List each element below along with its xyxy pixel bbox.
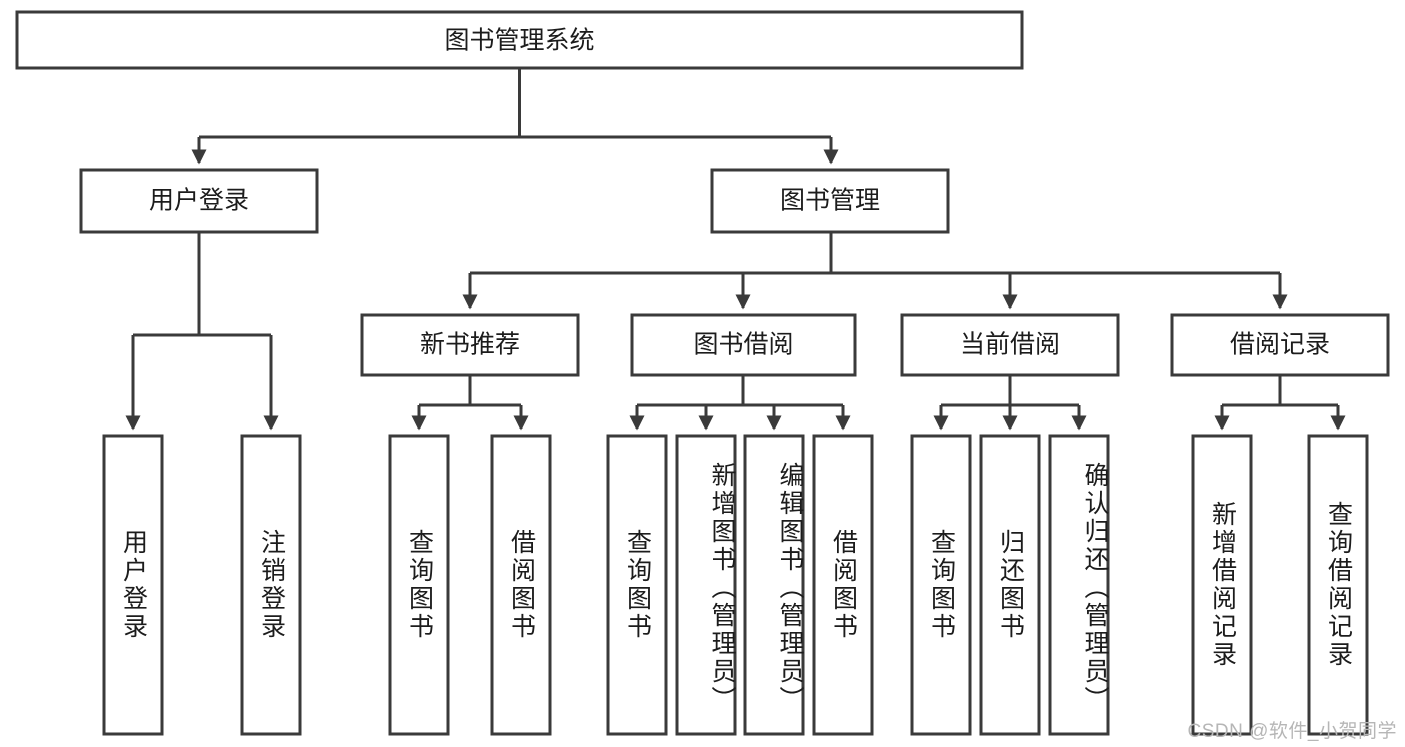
node-user-login-label: 用户登录 xyxy=(149,187,249,215)
leaf-box-current-return[interactable] xyxy=(979,434,1041,736)
connector-currentborrow-to-leaves xyxy=(933,375,1087,431)
leaf-box-borrow-query[interactable] xyxy=(606,434,668,736)
node-book-borrow[interactable]: 图书借阅 xyxy=(630,313,857,377)
node-user-login[interactable]: 用户登录 xyxy=(79,168,319,234)
node-root-label: 图书管理系统 xyxy=(444,27,594,55)
leaf-box-record-add[interactable] xyxy=(1191,434,1253,736)
leaf-box-newbook-query[interactable] xyxy=(388,434,450,736)
node-root-system[interactable]: 图书管理系统 xyxy=(15,10,1024,70)
leaf-box-current-confirm[interactable] xyxy=(1048,434,1110,736)
leaf-box-current-query[interactable] xyxy=(910,434,972,736)
connector-borrowrecord-to-leaves xyxy=(1214,375,1346,431)
node-new-book-recommend[interactable]: 新书推荐 xyxy=(360,313,580,377)
node-borrow-records-label: 借阅记录 xyxy=(1230,331,1330,359)
node-current-borrow[interactable]: 当前借阅 xyxy=(900,313,1120,377)
node-book-borrow-label: 图书借阅 xyxy=(693,331,793,359)
connector-bookborrow-to-leaves xyxy=(629,375,851,431)
connector-userlogin-to-leaves xyxy=(125,232,279,431)
node-book-management[interactable]: 图书管理 xyxy=(710,168,950,234)
connector-root-to-level2 xyxy=(191,68,839,165)
leaf-box-record-query[interactable] xyxy=(1307,434,1369,736)
leaf-box-user-login-logout[interactable] xyxy=(240,434,302,736)
node-book-management-label: 图书管理 xyxy=(780,187,880,215)
node-borrow-records[interactable]: 借阅记录 xyxy=(1170,313,1390,377)
connector-newbook-to-leaves xyxy=(411,375,529,431)
node-new-book-recommend-label: 新书推荐 xyxy=(420,331,520,359)
leaf-box-user-login-login[interactable] xyxy=(102,434,164,736)
node-current-borrow-label: 当前借阅 xyxy=(960,331,1060,359)
watermark-text: CSDN @软件_小贺同学 xyxy=(1187,721,1397,742)
leaf-box-newbook-borrow[interactable] xyxy=(490,434,552,736)
connector-bookmgmt-to-level3 xyxy=(462,232,1288,310)
leaf-box-borrow-edit[interactable] xyxy=(743,434,805,736)
leaf-box-borrow-add[interactable] xyxy=(675,434,737,736)
leaf-box-borrow-borrow[interactable] xyxy=(812,434,874,736)
